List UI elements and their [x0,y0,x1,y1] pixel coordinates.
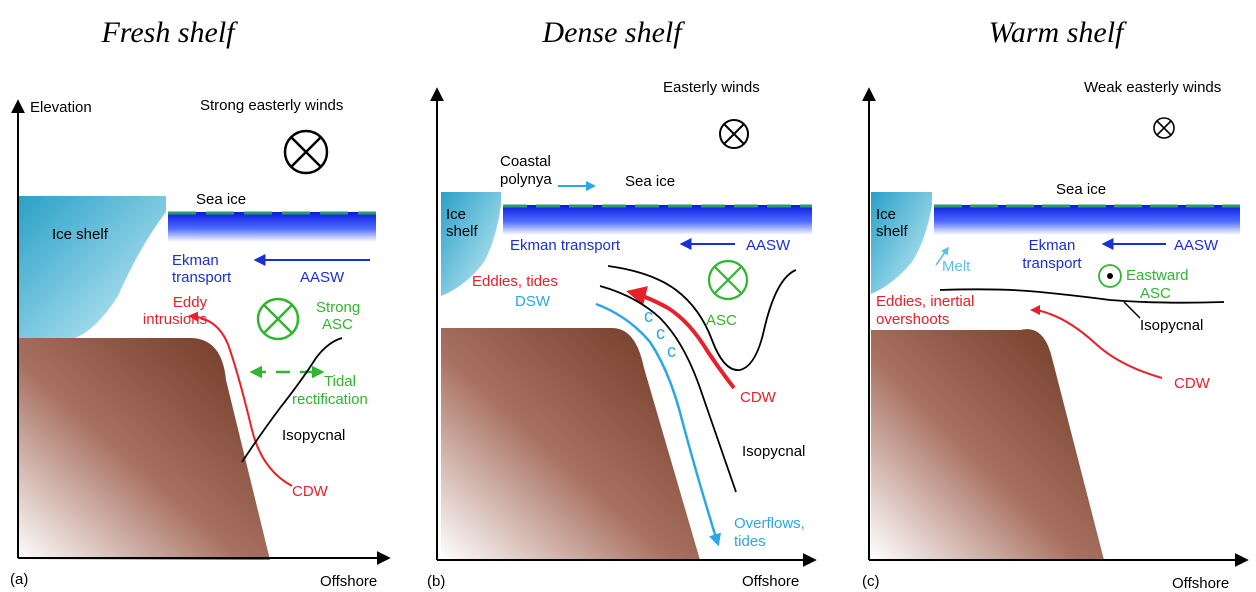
asc-into-page-icon [256,297,300,341]
sea-ice-label: Sea ice [196,191,246,208]
ice-shelf-label-2: shelf [446,223,479,240]
isopycnal-line [241,337,343,463]
sea-ice [934,205,1240,235]
ice-shelf [18,196,166,338]
panel-c-title: Warm shelf [989,16,1127,49]
aasw-label: AASW [300,269,345,286]
isopycnal-label: Isopycnal [1140,317,1203,334]
melt-arrow [935,246,949,266]
ekman-label-2: transport [1022,255,1082,272]
x-axis-label: Offshore [320,573,377,590]
melt-label: Melt [942,258,971,275]
asc-into-page-icon [707,259,749,301]
cdw-label: CDW [1174,375,1211,392]
asc-label-2: ASC [322,316,353,333]
panel-a-title: Fresh shelf [100,16,238,49]
panel-tag: (b) [427,573,445,590]
y-axis-label: Elevation [30,99,92,116]
sea-ice-label: Sea ice [625,173,675,190]
dsw-label: DSW [515,293,551,310]
asc-label-1: Strong [316,299,360,316]
eddy-label-1: Eddy [173,294,208,311]
eddy-label-2: intrusions [143,311,207,328]
asc-label: ASC [706,312,737,329]
cdw-arrow [1030,305,1163,379]
tidal-label-1: Tidal [324,373,356,390]
panel-tag: (a) [10,571,28,588]
cdw-arrow [626,286,736,390]
ekman-label-2: transport [172,269,232,286]
isopycnal-leader [1123,301,1141,319]
cdw-arrow [188,311,293,487]
eddy-marker: c [644,306,653,326]
wind-into-page-icon [719,119,749,149]
x-axis-label: Offshore [742,573,799,590]
tidal-label-2: rectification [292,391,368,408]
ekman-label-1: Ekman [172,252,219,269]
x-axis-label: Offshore [1172,575,1229,592]
panel-fresh-shelf: Fresh shelf Elevation Offshore (a) Stron… [10,16,391,590]
panel-warm-shelf: Warm shelf Offshore (c) Weak easterly wi… [862,16,1249,592]
ice-shelf-label: Ice shelf [52,226,109,243]
cdw-label: CDW [292,483,329,500]
overflow-label-2: tides [734,533,766,550]
isopycnal-label: Isopycnal [742,443,805,460]
polynya-label-1: Coastal [500,153,551,170]
isopycnal-line [939,288,1225,304]
ice-shelf-label-2: shelf [876,223,909,240]
seabed [871,329,1104,560]
eddy-marker: c [667,341,676,361]
wind-label: Easterly winds [663,79,760,96]
panel-tag: (c) [862,573,880,590]
panel-b-title: Dense shelf [541,16,685,49]
isopycnal-line-lower [599,285,737,493]
panel-dense-shelf: Dense shelf Offshore (b) Easterly winds … [427,16,817,590]
wind-into-page-icon [1153,117,1175,139]
ekman-label-1: Ekman [1029,237,1076,254]
polynya-label-2: polynya [500,171,552,188]
asc-label-1: Eastward [1126,267,1189,284]
cdw-label: CDW [740,389,777,406]
eddy-label-1: Eddies, inertial [876,293,974,310]
isopycnal-label: Isopycnal [282,427,345,444]
asc-label-2: ASC [1140,285,1171,302]
eddy-label: Eddies, tides [472,273,558,290]
ice-shelf-label-1: Ice [876,206,896,223]
sea-ice [503,205,812,235]
seabed [441,328,700,560]
isopycnal-line-upper [607,265,797,371]
ice-shelf [441,192,501,296]
aasw-label: AASW [1174,237,1219,254]
wind-into-page-icon [283,129,329,175]
eddy-marker: c [656,323,665,343]
wind-label: Weak easterly winds [1084,79,1221,96]
sea-ice-label: Sea ice [1056,181,1106,198]
ice-shelf-label-1: Ice [446,206,466,223]
eddy-label-2: overshoots [876,311,949,328]
overflow-label-1: Overflows, [734,515,805,532]
ice-shelf [871,192,932,294]
seabed [18,338,270,560]
wind-label: Strong easterly winds [200,97,343,114]
sea-ice [168,212,376,242]
aasw-label: AASW [746,237,791,254]
asc-out-of-page-icon [1098,264,1122,288]
dsw-arrow [595,302,721,547]
ekman-label: Ekman transport [510,237,621,254]
